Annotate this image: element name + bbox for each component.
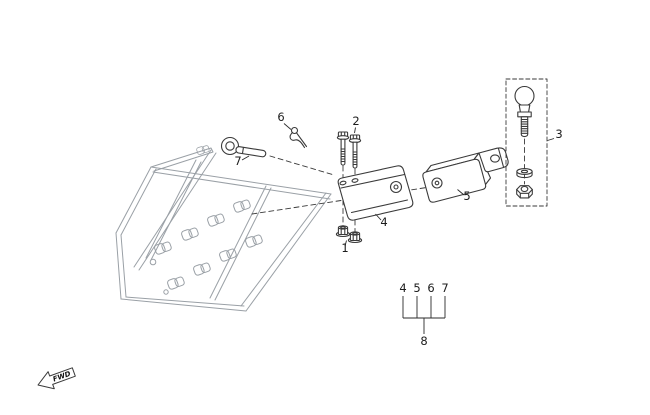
callout-3: 3	[555, 127, 562, 141]
ball	[514, 85, 535, 107]
drawbar-pin-hole	[431, 177, 443, 189]
leader-3	[547, 138, 555, 141]
frame-clamp	[232, 198, 252, 214]
frame-hole	[163, 289, 169, 295]
kit-box	[505, 78, 548, 207]
fwd-arrow: FWD	[37, 367, 76, 390]
cotter-clip	[289, 126, 308, 149]
main-axis-centerline	[251, 186, 431, 215]
callout-6: 6	[277, 110, 284, 124]
legend-group-label: 8	[420, 334, 427, 348]
callout-1: 1	[341, 241, 348, 255]
bolt-a	[336, 131, 350, 166]
nut-hole	[520, 185, 529, 193]
bracket-bolt-hole-b	[351, 178, 359, 183]
bolt-b	[348, 134, 362, 169]
frame-clamp	[180, 226, 200, 242]
flange-nut-a	[335, 225, 351, 238]
leader-6	[283, 123, 292, 130]
hitch-bracket	[337, 165, 414, 221]
bracket-bolt-hole-a	[339, 180, 347, 186]
tongue-ball-hole	[490, 154, 500, 163]
frame-clamp	[166, 275, 186, 291]
pin-handle-inner	[225, 141, 235, 151]
washer-side	[516, 170, 533, 179]
frame-right-tube	[240, 192, 332, 312]
drawbar-front-face	[422, 158, 487, 203]
ball-stud-threads	[520, 118, 529, 134]
clip-leg-wavy	[289, 131, 306, 149]
frame-clamp	[218, 247, 238, 263]
bracket-body	[337, 165, 414, 221]
drawbar-pin-hole-inner	[434, 180, 440, 186]
pin-axis-centerline	[269, 155, 335, 176]
frame-inner-tube-b	[209, 185, 272, 301]
bracket-pin-hole	[389, 180, 403, 194]
ball-kit	[505, 78, 548, 207]
ball-base	[517, 111, 532, 118]
frame-left-lower-tube	[115, 232, 127, 300]
clip-eye	[290, 126, 299, 135]
frame-left-tube	[115, 166, 157, 236]
leader-7	[241, 155, 250, 161]
frame-upper-arm	[150, 147, 214, 172]
fwd-arrow-outline	[37, 367, 76, 390]
frame-top-tube	[150, 166, 332, 200]
washer-hole	[520, 169, 529, 174]
hitch-pin	[220, 136, 267, 158]
flange-nut-b	[347, 231, 363, 244]
bracket-flange-line	[340, 173, 406, 189]
legend-item-7: 7	[441, 281, 448, 295]
legend-item-6: 6	[427, 281, 434, 295]
nut-facets	[516, 188, 533, 199]
frame-bottom-tube	[120, 296, 247, 312]
ball-nut	[516, 185, 533, 199]
leader-4	[375, 213, 382, 221]
leader-5	[457, 189, 465, 196]
ball-shoulder	[518, 104, 531, 113]
frame-clamp	[192, 261, 212, 277]
legend-item-5: 5	[413, 281, 420, 295]
parts-group-legend: 4 5 6 7 8	[399, 281, 448, 348]
parts	[220, 78, 548, 244]
ball-washer	[516, 168, 533, 179]
receiver-drawbar	[422, 147, 509, 203]
callout-2: 2	[352, 114, 359, 128]
callout-4: 4	[380, 215, 387, 229]
clip-leg-straight	[295, 132, 308, 148]
callout-7: 7	[234, 154, 241, 168]
legend-bracket-lines	[402, 296, 446, 334]
pin-collar	[241, 146, 244, 154]
leader-1	[344, 240, 347, 247]
leader-2	[354, 127, 356, 134]
frame-clamp	[206, 212, 226, 228]
callout-5: 5	[463, 189, 470, 203]
drawbar-tongue-fold	[497, 148, 505, 168]
legend-item-4: 4	[399, 281, 406, 295]
frame-inner-tube-a	[133, 149, 217, 271]
bracket-pin-hole-inner	[393, 184, 399, 190]
frame-structure	[115, 144, 332, 312]
bracket-bottom-line	[350, 199, 409, 214]
hitch-ball	[514, 85, 535, 138]
callouts: 1 2 3 4 5 6 7	[234, 110, 562, 255]
frame-hole	[149, 258, 157, 266]
